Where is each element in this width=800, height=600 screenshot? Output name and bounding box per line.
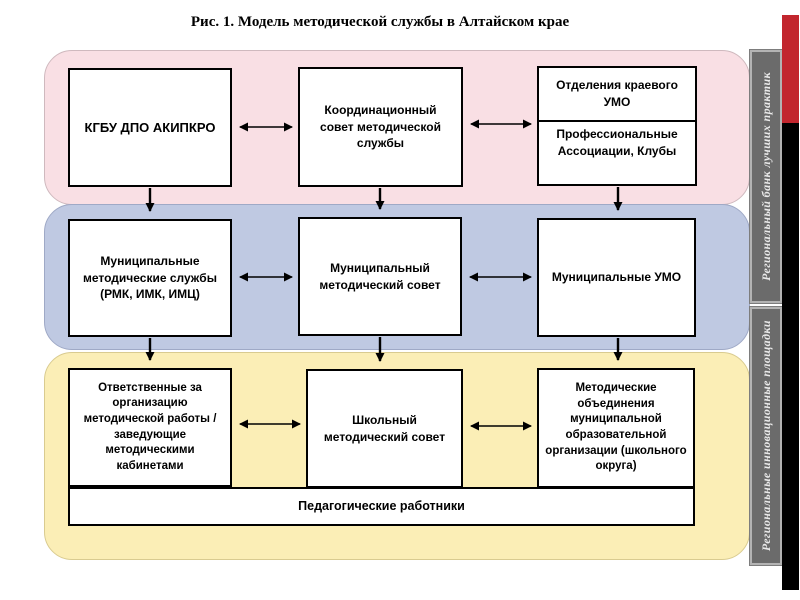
box-teachers-label: Педагогические работники xyxy=(298,498,465,513)
box-school-council: Школьный методический совет xyxy=(306,369,463,488)
box-municipal-services-label: Муниципальные методические службы (РМК, … xyxy=(83,254,217,302)
box-teachers: Педагогические работники xyxy=(68,487,695,526)
box-school-umo-label: Методические объединения муниципальной о… xyxy=(545,382,687,473)
box-municipal-council: Муниципальный методический совет xyxy=(298,217,462,336)
side-tab-best-practices: Региональный банк лучших практик xyxy=(749,49,783,304)
box-municipal-umo-label: Муниципальные УМО xyxy=(551,270,682,285)
box-akipkro-label: КГБУ ДПО АКИПКРО xyxy=(84,119,216,135)
box-regional-umo-bottom-cell: Профессиональные Ассоциации, Клубы xyxy=(539,122,695,184)
box-prof-associations-label: Профессиональные Ассоциации, Клубы xyxy=(556,127,678,158)
box-akipkro: КГБУ ДПО АКИПКРО xyxy=(68,68,232,187)
side-tab-innovation-platforms-label: Региональные инновационные площадки xyxy=(758,320,773,552)
box-regional-umo: Отделения краевого УМО Профессиональные … xyxy=(537,66,697,186)
side-tab-innovation-platforms: Региональные инновационные площадки xyxy=(749,306,783,566)
box-coordination-council-label: Координационный совет методической служб… xyxy=(320,103,441,151)
box-responsible-staff-label: Ответственные за организацию методическо… xyxy=(83,381,217,472)
box-municipal-umo: Муниципальные УМО xyxy=(537,218,696,337)
box-responsible-staff: Ответственные за организацию методическо… xyxy=(68,368,232,487)
box-municipal-services: Муниципальные методические службы (РМК, … xyxy=(68,219,232,337)
side-tab-best-practices-label: Региональный банк лучших практик xyxy=(758,72,773,281)
box-school-umo: Методические объединения муниципальной о… xyxy=(537,368,695,488)
box-regional-umo-top-cell: Отделения краевого УМО xyxy=(539,68,695,122)
box-school-council-label: Школьный методический совет xyxy=(323,412,446,444)
box-regional-umo-label: Отделения краевого УМО xyxy=(556,78,678,109)
figure-title: Рис. 1. Модель методической службы в Алт… xyxy=(190,14,570,30)
accent-black-bar xyxy=(782,123,799,590)
accent-red-bar xyxy=(782,15,799,123)
box-municipal-council-label: Муниципальный методический совет xyxy=(319,260,441,292)
box-coordination-council: Координационный совет методической служб… xyxy=(298,67,463,187)
